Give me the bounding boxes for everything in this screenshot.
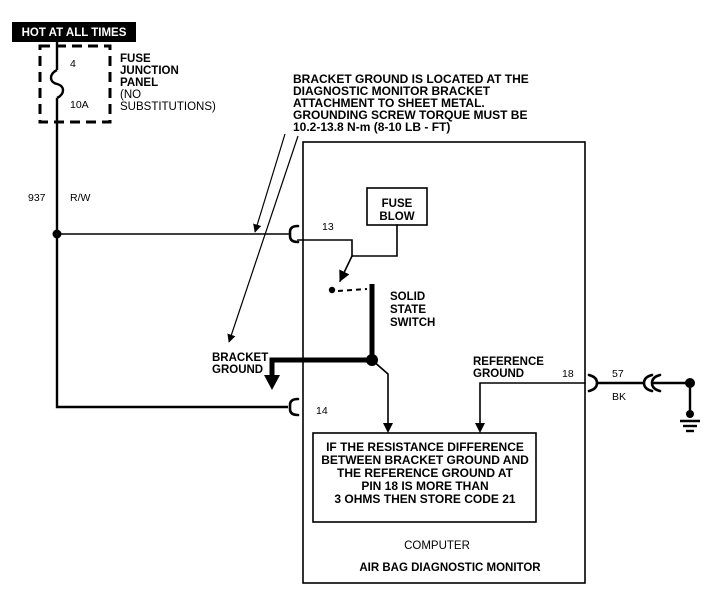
switch-blade: [338, 254, 354, 283]
fuse-junction-panel: 4 10A FUSE JUNCTION PANEL (NO SUBSTITUTI…: [38, 42, 216, 124]
circuit-937-number: 937: [28, 192, 46, 204]
logic-box-outline: [312, 432, 537, 523]
bracket-ground-path: [269, 357, 372, 377]
circuit-57: 57 BK: [587, 368, 700, 433]
circuit-57-number: 57: [612, 368, 624, 380]
fuse-rating: 10A: [70, 99, 89, 111]
connector-pin-13: 13: [288, 221, 334, 244]
reference-arrowhead: [475, 423, 485, 433]
reference-ground-line: [479, 382, 586, 425]
logic-line: 3 OHMS THEN STORE CODE 21: [334, 492, 515, 506]
fuse-panel-label-line: JUNCTION: [120, 65, 179, 77]
reference-ground-label-line: REFERENCE: [473, 356, 544, 368]
pin-18-label: 18: [562, 368, 574, 380]
pin-13-internal-wire: [297, 239, 353, 257]
reference-ground: REFERENCE GROUND 18: [473, 356, 586, 433]
ground-connector-symbol: [642, 373, 654, 393]
switch-contact: [328, 286, 336, 294]
fuse-blow-control-line: [352, 224, 398, 257]
switch-label-line: SWITCH: [390, 317, 435, 329]
switch-label-line: STATE: [390, 304, 426, 316]
switch-dashed-link: [337, 288, 368, 292]
fuse-blow-label-line: FUSE: [382, 198, 413, 210]
pin-13-label: 13: [322, 221, 334, 233]
fuse-blow-block: FUSE BLOW: [352, 187, 428, 257]
note-arrow-short: [253, 133, 286, 233]
circuit-937-color: R/W: [70, 192, 91, 204]
banner-background: [12, 22, 136, 42]
ground-icon: [680, 410, 700, 433]
connector-pin-14: 14: [288, 397, 328, 417]
logic-line: THE REFERENCE GROUND AT: [337, 466, 514, 480]
fuse-panel-label-line: FUSE: [120, 53, 151, 65]
module-name: AIR BAG DIAGNOSTIC MONITOR: [359, 562, 541, 574]
hot-at-all-times-banner: HOT AT ALL TIMES: [12, 22, 136, 42]
note-arrow-to-bracket-ground: [227, 135, 299, 343]
pin-14-label: 14: [316, 405, 328, 417]
computer-label: COMPUTER: [404, 540, 470, 552]
bracket-ground-label-line: BRACKET: [212, 352, 268, 364]
circuit-937: 937 R/W: [28, 98, 289, 409]
fuse-blow-label-line: BLOW: [379, 211, 414, 223]
fuse-panel-dashed-outline: [38, 44, 112, 124]
reference-ground-label-line: GROUND: [473, 368, 524, 380]
switch-label-line: SOLID: [390, 291, 425, 303]
bracket-ground-note: BRACKET GROUND IS LOCATED AT THE DIAGNOS…: [227, 72, 529, 343]
fuse-panel-label-line: (NO: [120, 89, 141, 101]
bracket-ground: BRACKET GROUND: [212, 352, 393, 433]
bracket-ground-arrowhead: [264, 375, 280, 390]
circuit-57-color: BK: [612, 391, 626, 403]
solid-state-switch: SOLID STATE SWITCH: [297, 239, 435, 360]
splice-dot: [52, 229, 62, 239]
note-line: GROUNDING SCREW TORQUE MUST BE: [293, 108, 527, 122]
logic-box: IF THE RESISTANCE DIFFERENCE BETWEEN BRA…: [312, 432, 537, 523]
note-line: DIAGNOSTIC MONITOR BRACKET: [293, 84, 491, 98]
bracket-ground-label-line: GROUND: [212, 364, 263, 376]
note-line: BRACKET GROUND IS LOCATED AT THE: [293, 72, 529, 86]
fuse-panel-label-line: SUBSTITUTIONS): [120, 101, 216, 113]
note-line: 10.2-13.8 N-m (8-10 LB - FT): [293, 120, 450, 134]
sense-arrowhead: [383, 423, 393, 433]
banner-label: HOT AT ALL TIMES: [22, 27, 127, 39]
fuse-symbol: [49, 68, 65, 100]
bracket-ground-sense-line: [370, 358, 389, 425]
fuse-number: 4: [70, 58, 76, 70]
connector-pin-18-symbol: [587, 373, 599, 393]
connector-pin-14-symbol: [288, 397, 300, 417]
logic-line: IF THE RESISTANCE DIFFERENCE: [326, 440, 524, 454]
logic-line: PIN 18 IS MORE THAN: [361, 479, 488, 493]
wire-937-to-pin-14: [55, 98, 288, 409]
note-line: ATTACHMENT TO SHEET METAL.: [293, 96, 485, 110]
logic-line: BETWEEN BRACKET GROUND AND: [321, 453, 529, 467]
fuse-panel-label-line: PANEL: [120, 77, 158, 89]
connector-pin-13-symbol: [288, 224, 300, 244]
